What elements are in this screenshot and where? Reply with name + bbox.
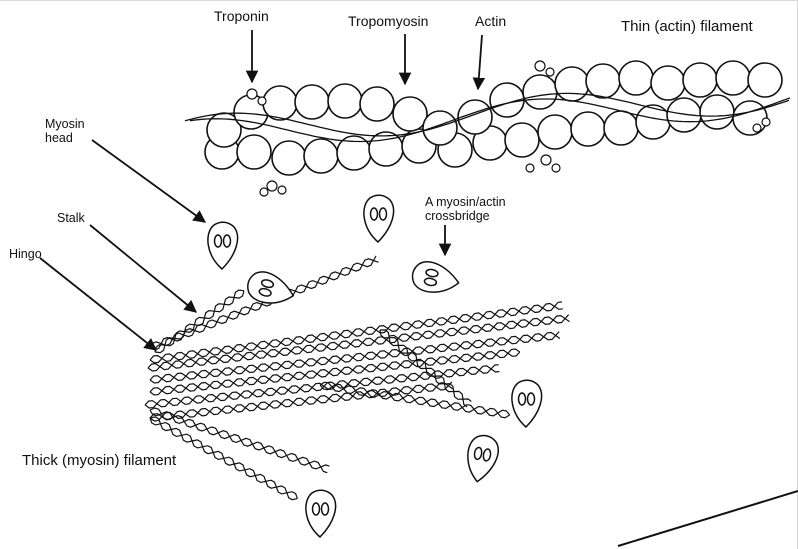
- actin-beads: [205, 61, 782, 175]
- myosin-strand: [150, 350, 520, 395]
- myosin-head-lobe: [519, 393, 526, 405]
- actin-bead: [636, 105, 670, 139]
- myosin-head: [306, 490, 336, 537]
- actin-bead: [304, 139, 338, 173]
- actin-bead: [604, 111, 638, 145]
- troponin-knob: [762, 118, 770, 126]
- thick-filament-strands: [145, 256, 570, 500]
- label-myosin-head-line2: head: [45, 131, 73, 145]
- troponin-knob: [535, 61, 545, 71]
- actin-bead: [505, 123, 539, 157]
- actin-bead: [538, 115, 572, 149]
- myosin-head-bulb: [410, 259, 461, 296]
- pointer-arrow: [90, 225, 196, 312]
- myosin-head: [512, 380, 542, 427]
- label-thick-filament: Thick (myosin) filament: [22, 452, 176, 469]
- troponin-knob: [247, 89, 257, 99]
- myosin-head-lobe: [224, 235, 231, 247]
- label-crossbridge-line2: crossbridge: [425, 209, 490, 223]
- actin-bead: [586, 64, 620, 98]
- label-myosin-head-line1: Myosin: [45, 117, 85, 131]
- troponin-knob: [546, 68, 554, 76]
- myosin-head-lobe: [215, 235, 222, 247]
- actin-bead: [328, 84, 362, 118]
- actin-bead: [393, 97, 427, 131]
- actin-bead: [619, 61, 653, 95]
- myosin-head-lobe: [528, 393, 535, 405]
- myosin-head-lobe: [313, 503, 320, 515]
- label-troponin: Troponin: [214, 9, 269, 24]
- actin-bead: [423, 111, 457, 145]
- actin-bead: [716, 61, 750, 95]
- myosin-head: [364, 195, 394, 242]
- label-stalk: Stalk: [57, 211, 85, 225]
- myosin-head-lobe: [322, 503, 329, 515]
- myosin-head-bulb: [208, 222, 238, 269]
- myosin-head-lobe: [371, 208, 378, 220]
- troponin-knob: [260, 188, 268, 196]
- corner-line: [618, 491, 798, 546]
- actin-bead: [272, 141, 306, 175]
- pointer-arrow: [478, 35, 482, 89]
- myosin-head-lobe: [380, 208, 387, 220]
- troponin-knob: [541, 155, 551, 165]
- label-crossbridge-line1: A myosin/actin: [425, 195, 506, 209]
- myosin-head-bulb: [306, 490, 336, 537]
- actin-bead: [263, 86, 297, 120]
- label-actin: Actin: [475, 14, 506, 29]
- label-tropomyosin: Tropomyosin: [348, 14, 428, 29]
- myosin-head-bulb: [463, 433, 500, 484]
- myosin-head-bulb: [244, 269, 297, 310]
- myosin-head-bulb: [512, 380, 542, 427]
- label-hinge: Hingo: [9, 247, 42, 261]
- label-thin-filament: Thin (actin) filament: [621, 18, 753, 35]
- actin-bead: [748, 63, 782, 97]
- pointer-arrow: [92, 140, 205, 222]
- actin-bead: [523, 75, 557, 109]
- myosin-head-bulb: [364, 195, 394, 242]
- myosin-strand: [155, 291, 244, 353]
- myosin-strand: [150, 410, 329, 469]
- actin-bead: [571, 112, 605, 146]
- actin-bead: [651, 66, 685, 100]
- troponin-knob: [278, 186, 286, 194]
- actin-bead: [733, 101, 767, 135]
- pointer-arrow: [40, 258, 156, 350]
- actin-bead: [555, 67, 589, 101]
- myosin-head: [410, 259, 461, 296]
- myosin-head: [463, 433, 500, 484]
- troponin-knob: [753, 124, 761, 132]
- actin-bead: [360, 87, 394, 121]
- actin-bead: [700, 95, 734, 129]
- troponin-knob: [258, 97, 266, 105]
- troponin-knob: [267, 181, 277, 191]
- myosin-head: [244, 269, 297, 310]
- troponin-knob: [552, 164, 560, 172]
- actin-bead: [295, 85, 329, 119]
- troponin-knob: [526, 164, 534, 172]
- myosin-strand: [155, 290, 244, 352]
- myosin-head: [208, 222, 238, 269]
- actin-bead: [237, 135, 271, 169]
- actin-bead: [683, 63, 717, 97]
